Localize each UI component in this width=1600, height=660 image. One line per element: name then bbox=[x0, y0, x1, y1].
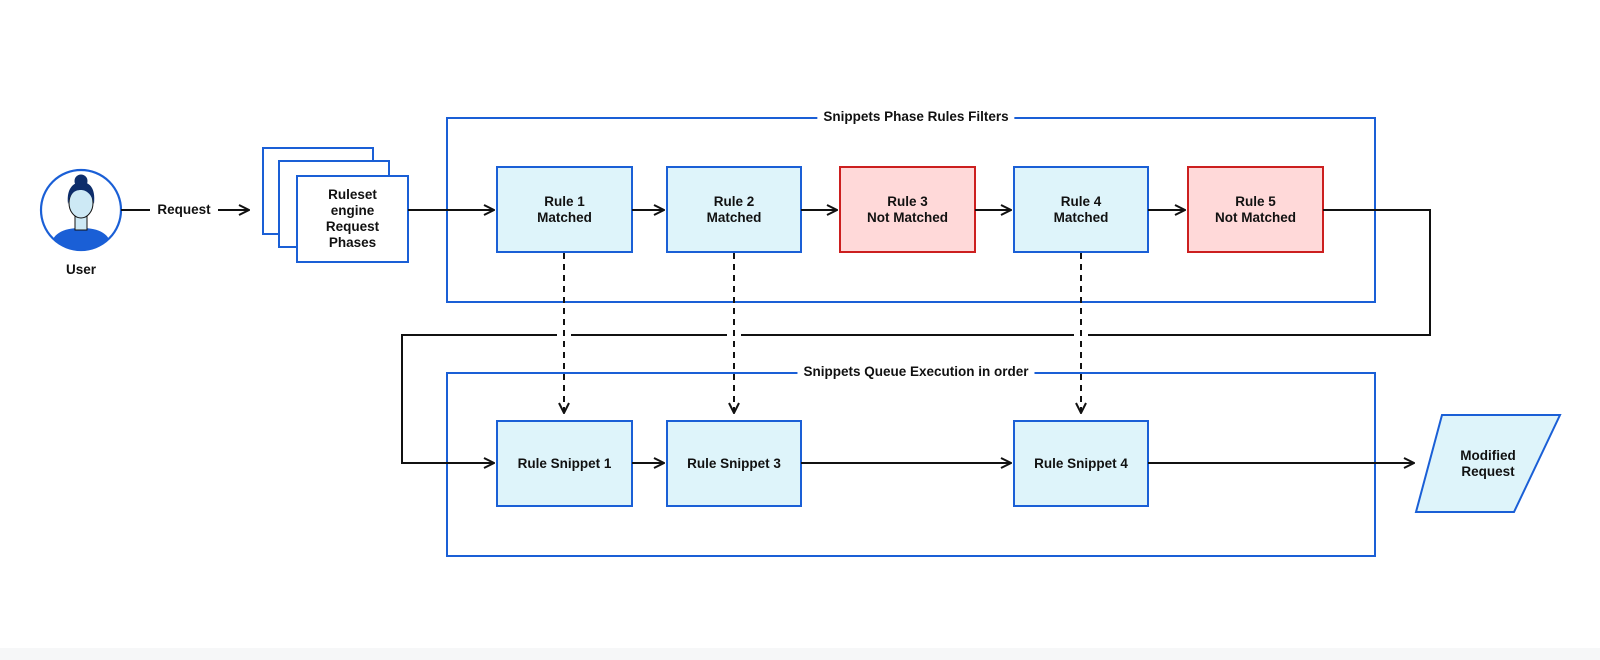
rule-box-4 bbox=[1013, 166, 1149, 253]
output-line-2: Request bbox=[1461, 463, 1515, 479]
rule-5-status: Not Matched bbox=[1215, 209, 1296, 225]
rule-box-3 bbox=[839, 166, 976, 253]
queue-group-title: Snippets Queue Execution in order bbox=[797, 364, 1035, 380]
rule-4-label: Rule 4 Matched bbox=[1014, 167, 1148, 252]
phases-doc-front bbox=[296, 175, 409, 263]
filters-group-title: Snippets Phase Rules Filters bbox=[817, 109, 1015, 125]
output-line-1: Modified bbox=[1460, 447, 1516, 463]
rule-5-name: Rule 5 bbox=[1235, 193, 1276, 209]
user-avatar-icon bbox=[39, 168, 123, 252]
snippet-1-label: Rule Snippet 1 bbox=[517, 455, 612, 471]
rule-5-label: Rule 5 Not Matched bbox=[1188, 167, 1323, 252]
phases-doc-label: Ruleset engine Request Phases bbox=[297, 176, 408, 262]
snippet-box-1 bbox=[496, 420, 633, 507]
snippet-box-3 bbox=[666, 420, 802, 507]
rule-2-label: Rule 2 Matched bbox=[667, 167, 801, 252]
phases-line-2: engine bbox=[330, 203, 375, 218]
request-label: Request bbox=[157, 202, 211, 217]
rule-box-5 bbox=[1187, 166, 1324, 253]
modified-request-shape bbox=[1414, 414, 1562, 513]
rule-1-status: Matched bbox=[537, 209, 592, 225]
rule-1-name: Rule 1 bbox=[544, 193, 585, 209]
snippet-box-4 bbox=[1013, 420, 1149, 507]
rule-2-name: Rule 2 bbox=[713, 193, 755, 209]
modified-request-label: Modified Request bbox=[1430, 415, 1546, 512]
rule-1-label: Rule 1 Matched bbox=[497, 167, 632, 252]
rule-4-status: Matched bbox=[1053, 209, 1109, 225]
rule-4-name: Rule 4 bbox=[1060, 193, 1102, 209]
snippet-3-label: Rule Snippet 3 bbox=[687, 455, 781, 471]
phases-line-1: Ruleset bbox=[328, 187, 377, 202]
rule-3-label: Rule 3 Not Matched bbox=[840, 167, 975, 252]
user-label: User bbox=[65, 262, 97, 277]
phases-line-3: Request bbox=[325, 219, 380, 234]
snippet-4-label: Rule Snippet 4 bbox=[1034, 455, 1128, 471]
bottom-strip bbox=[0, 648, 1600, 660]
rule-3-status: Not Matched bbox=[867, 209, 948, 225]
rule-box-1 bbox=[496, 166, 633, 253]
rule-3-name: Rule 3 bbox=[887, 193, 928, 209]
rule-2-status: Matched bbox=[706, 209, 762, 225]
rule5-loop-connector bbox=[401, 209, 1431, 463]
phases-line-4: Phases bbox=[328, 235, 377, 250]
